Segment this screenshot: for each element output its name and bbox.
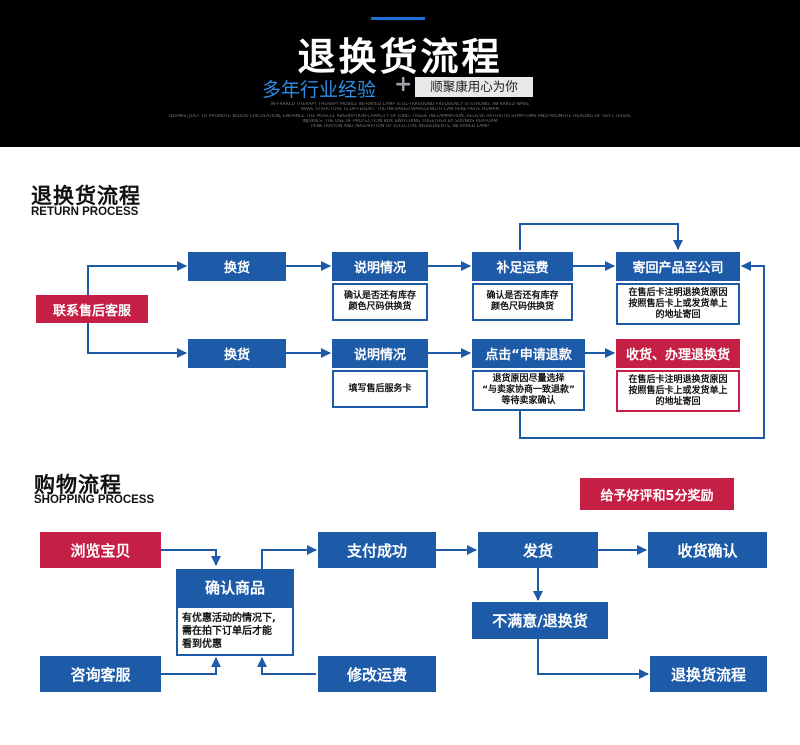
note-line: 的地址寄回 bbox=[655, 309, 701, 320]
header-title: 退换货流程 bbox=[297, 35, 503, 79]
note-line: 在售后卡注明退换货原因 bbox=[628, 287, 728, 298]
exchange-node-row1: 换货 bbox=[188, 252, 286, 281]
note-line: 填写售后服务卡 bbox=[348, 383, 412, 394]
pay-shipping-note: 确认是否还有库存颜色尺码供换货 bbox=[472, 283, 573, 321]
note-line: 颜色尺码供换货 bbox=[348, 302, 412, 312]
note-line: 颜色尺码供换货 bbox=[490, 302, 554, 312]
note-line: 按照售后卡上或发货单上 bbox=[628, 385, 728, 396]
unsatisfied-return-node: 不满意/退换货 bbox=[472, 602, 608, 639]
connector-loop-bottom bbox=[519, 261, 765, 439]
note-line: 看到优惠 bbox=[182, 638, 222, 650]
receive-return-note: 在售后卡注明退换货原因按照售后卡上或发货单上的地址寄回 bbox=[616, 370, 740, 412]
shopping-section-subtitle: SHOPPING PROCESS bbox=[34, 494, 155, 506]
header-accent-bar bbox=[371, 17, 425, 20]
receive-confirm-node: 收货确认 bbox=[648, 532, 767, 568]
explain-note-row1: 确认是否还有库存颜色尺码供换货 bbox=[332, 283, 428, 321]
payment-success-node: 支付成功 bbox=[318, 532, 436, 568]
browse-node: 浏览宝贝 bbox=[40, 532, 161, 568]
return-flow-node: 退换货流程 bbox=[650, 656, 767, 692]
connector-arrow bbox=[161, 549, 221, 566]
ship-node: 发货 bbox=[478, 532, 598, 568]
note-line: 退货原因尽量选择 bbox=[492, 374, 565, 384]
header-banner: 退换货流程 多年行业经验 + 顺聚康用心为你 IN-FRARED THERAPY… bbox=[0, 0, 800, 147]
note-line: 在售后卡注明退换货原因 bbox=[628, 374, 728, 385]
header-subtitle-left: 多年行业经验 bbox=[262, 79, 377, 101]
header-fine-print: INJURIES. THE USE OF PROTECTION BOX SWIT… bbox=[302, 119, 498, 124]
modify-shipping-node: 修改运费 bbox=[318, 656, 436, 692]
connector-arrow bbox=[261, 545, 317, 572]
send-back-node: 寄回产品至公司 bbox=[616, 252, 740, 281]
note-line: 确认是否还有库存 bbox=[343, 291, 416, 301]
send-back-note: 在售后卡注明退换货原因按照售后卡上或发货单上的地址寄回 bbox=[616, 283, 740, 325]
note-line: 的地址寄回 bbox=[655, 396, 701, 407]
header-fine-print: IN-FRARED THERAPY THERAPY MOBILE INFRARE… bbox=[270, 102, 530, 107]
connector-start-branch bbox=[87, 261, 187, 295]
note-line: “与卖家协商一致退款” bbox=[482, 385, 575, 395]
pay-shipping-node: 补足运费 bbox=[472, 252, 573, 281]
contact-service-node: 联系售后客服 bbox=[36, 295, 148, 323]
explain-note-row2: 填写售后服务卡 bbox=[332, 370, 428, 408]
confirm-product-node: 确认商品 bbox=[176, 569, 294, 606]
apply-refund-note: 退货原因尽量选择“与卖家协商一致退款”等待卖家确认 bbox=[472, 370, 585, 411]
header-fine-print: DERMIS, JUST TO PROMOTE BLOOD CIRCULATIO… bbox=[168, 114, 632, 119]
note-line: 需在拍下订单后才能 bbox=[182, 625, 272, 637]
connector-start-branch bbox=[87, 323, 187, 358]
header-fine-print: WAVE STRUCTURE IS DIFFERENT. THE INFRARE… bbox=[300, 107, 500, 112]
confirm-product-note: 有优惠活动的情况下,需在拍下订单后才能看到优惠 bbox=[176, 606, 294, 656]
consult-node: 咨询客服 bbox=[40, 656, 161, 692]
explain-node-row1: 说明情况 bbox=[332, 252, 428, 281]
connector-arrow bbox=[537, 639, 649, 679]
reward-badge: 给予好评和5分奖励 bbox=[580, 478, 734, 510]
connector-loop-top bbox=[519, 223, 683, 250]
shopping-section-title: 购物流程 bbox=[34, 473, 122, 497]
note-line: 确认是否还有库存 bbox=[486, 291, 559, 301]
note-line: 按照售后卡上或发货单上 bbox=[628, 298, 728, 309]
apply-refund-node: 点击“申请退款 bbox=[472, 339, 585, 368]
exchange-node-row2: 换货 bbox=[188, 339, 286, 368]
receive-return-node: 收货、办理退换货 bbox=[616, 339, 740, 368]
note-line: 有优惠活动的情况下, bbox=[182, 612, 276, 624]
connector-arrow bbox=[257, 657, 316, 675]
connector-arrow bbox=[161, 657, 221, 675]
plus-icon: + bbox=[394, 72, 413, 97]
explain-node-row2: 说明情况 bbox=[332, 339, 428, 368]
note-line: 等待卖家确认 bbox=[501, 396, 556, 406]
header-fine-print: PENETRATION AND ABSORPTION OF EFFECTIVE … bbox=[311, 124, 489, 129]
return-section-title: 退换货流程 bbox=[31, 184, 141, 208]
return-section-subtitle: RETURN PROCESS bbox=[31, 206, 139, 218]
header-subtitle-right: 顺聚康用心为你 bbox=[415, 77, 533, 97]
